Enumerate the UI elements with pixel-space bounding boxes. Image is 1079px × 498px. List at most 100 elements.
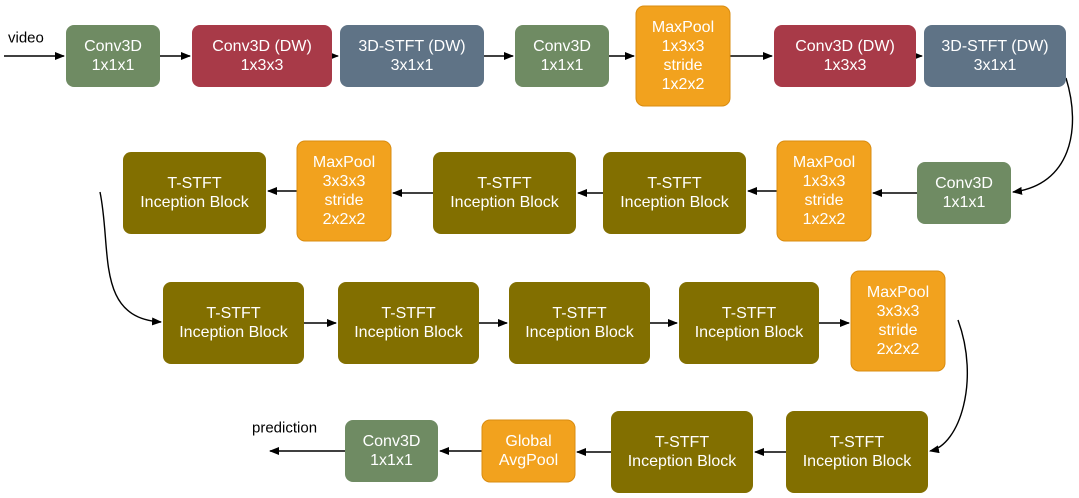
- node-box: [123, 152, 266, 234]
- node-label-line: Global: [505, 433, 551, 450]
- node-label-line: Inception Block: [179, 324, 289, 341]
- node-box: [340, 25, 484, 87]
- arrow-n18-n19: [929, 319, 969, 454]
- node-label-line: 3x3x3: [877, 303, 920, 320]
- node-label-line: 3x3x3: [323, 173, 366, 190]
- node-box: [917, 162, 1011, 224]
- node-label-line: stride: [878, 322, 917, 339]
- node-box: [296, 140, 392, 242]
- node-label-line: stride: [804, 192, 843, 209]
- node-label-line: 1x3x3: [824, 57, 867, 74]
- node-label-line: 1x2x2: [803, 211, 846, 228]
- node-label-line: MaxPool: [652, 19, 714, 36]
- node-box: [338, 282, 479, 364]
- node-box: [786, 411, 928, 493]
- node-label-line: 3x1x1: [391, 57, 434, 74]
- node-label-line: Inception Block: [525, 324, 635, 341]
- node-label-line: Inception Block: [695, 324, 805, 341]
- node-box: [481, 419, 576, 483]
- input-label: video: [8, 30, 44, 47]
- node-14-inception: T-STFT Inception Block: [163, 282, 304, 364]
- node-label-line: T-STFT: [167, 175, 221, 192]
- node-3-stft-dw: 3D-STFT (DW) 3x1x1: [340, 25, 484, 87]
- node-label-line: 1x2x2: [662, 76, 705, 93]
- node-box: [603, 152, 746, 234]
- node-2-conv3d-dw: Conv3D (DW) 1x3x3: [192, 25, 332, 87]
- node-12-maxpool: MaxPool 3x3x3 stride 2x2x2: [296, 140, 392, 242]
- node-16-inception: T-STFT Inception Block: [509, 282, 650, 364]
- node-label-line: Conv3D: [533, 38, 591, 55]
- node-label-line: 1x3x3: [241, 57, 284, 74]
- node-6-conv3d-dw: Conv3D (DW) 1x3x3: [774, 25, 916, 87]
- node-box: [509, 282, 650, 364]
- node-4-conv3d: Conv3D 1x1x1: [515, 25, 609, 87]
- node-box: [850, 270, 946, 372]
- node-box: [611, 411, 753, 493]
- node-label-line: MaxPool: [793, 154, 855, 171]
- node-label-line: T-STFT: [206, 305, 260, 322]
- node-label-line: Inception Block: [620, 194, 730, 211]
- node-label-line: 1x3x3: [803, 173, 846, 190]
- node-label-line: Conv3D: [363, 433, 421, 450]
- node-label-line: T-STFT: [647, 175, 701, 192]
- node-label-line: Conv3D (DW): [212, 38, 312, 55]
- node-label-line: 1x1x1: [541, 57, 584, 74]
- node-box: [679, 282, 819, 364]
- node-1-conv3d: Conv3D 1x1x1: [66, 25, 160, 87]
- node-label-line: Conv3D (DW): [795, 38, 895, 55]
- node-label-line: Inception Block: [354, 324, 464, 341]
- node-box: [433, 152, 576, 234]
- node-label-line: Inception Block: [803, 453, 913, 470]
- node-label-line: 1x1x1: [92, 57, 135, 74]
- node-10-inception: T-STFT Inception Block: [603, 152, 746, 234]
- node-box: [345, 420, 438, 482]
- node-9-maxpool: MaxPool 1x3x3 stride 1x2x2: [776, 140, 872, 242]
- node-20-inception: T-STFT Inception Block: [611, 411, 753, 493]
- node-label-line: Inception Block: [628, 453, 738, 470]
- node-box: [163, 282, 304, 364]
- node-label-line: 3D-STFT (DW): [358, 38, 465, 55]
- node-label-line: T-STFT: [655, 434, 709, 451]
- node-label-line: 1x1x1: [370, 452, 413, 469]
- node-19-inception: T-STFT Inception Block: [786, 411, 928, 493]
- node-label-line: T-STFT: [381, 305, 435, 322]
- node-7-stft-dw: 3D-STFT (DW) 3x1x1: [924, 25, 1066, 87]
- node-label-line: stride: [324, 192, 363, 209]
- node-label-line: stride: [663, 57, 702, 74]
- node-17-inception: T-STFT Inception Block: [679, 282, 819, 364]
- node-label-line: Inception Block: [450, 194, 560, 211]
- node-5-maxpool: MaxPool 1x3x3 stride 1x2x2: [635, 5, 731, 107]
- node-label-line: Conv3D: [935, 175, 993, 192]
- node-box: [66, 25, 160, 87]
- node-label-line: 3D-STFT (DW): [941, 38, 1048, 55]
- node-box: [924, 25, 1066, 87]
- node-label-line: MaxPool: [313, 154, 375, 171]
- node-box: [774, 25, 916, 87]
- node-8-conv3d: Conv3D 1x1x1: [917, 162, 1011, 224]
- node-15-inception: T-STFT Inception Block: [338, 282, 479, 364]
- node-22-conv3d: Conv3D 1x1x1: [345, 420, 438, 482]
- node-13-inception: T-STFT Inception Block: [123, 152, 266, 234]
- node-label-line: 2x2x2: [877, 341, 920, 358]
- arrow-n13-n14: [99, 191, 162, 326]
- node-label-line: Inception Block: [140, 194, 250, 211]
- node-label-line: 2x2x2: [323, 211, 366, 228]
- node-label-line: 3x1x1: [974, 57, 1017, 74]
- node-box: [776, 140, 872, 242]
- node-label-line: Conv3D: [84, 38, 142, 55]
- node-label-line: T-STFT: [552, 305, 606, 322]
- node-box: [635, 5, 731, 107]
- arrow-n7-n8: [1012, 77, 1074, 195]
- node-label-line: T-STFT: [830, 434, 884, 451]
- node-label-line: 1x3x3: [662, 38, 705, 55]
- node-label-line: T-STFT: [722, 305, 776, 322]
- node-label-line: AvgPool: [499, 452, 558, 469]
- node-box: [515, 25, 609, 87]
- output-label: prediction: [252, 420, 317, 437]
- node-label-line: 1x1x1: [943, 194, 986, 211]
